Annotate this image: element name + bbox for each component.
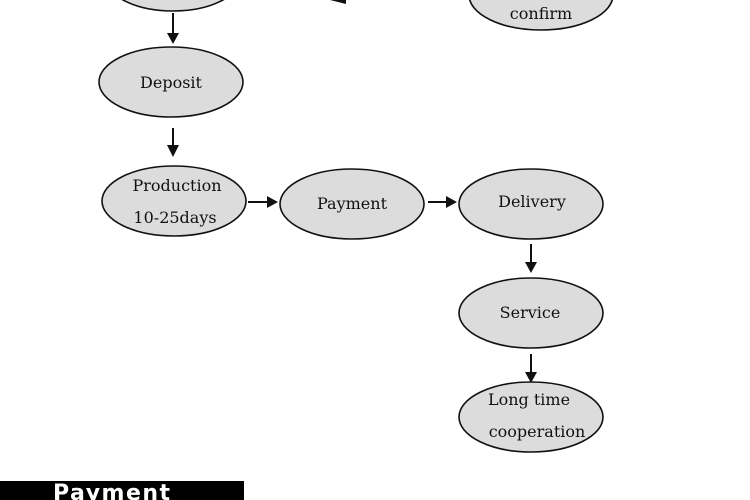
partial-arrow-top-middle (330, 0, 346, 4)
node-service-ellipse (458, 277, 604, 349)
node-top-left-ellipse (121, 0, 225, 12)
node-confirm-label: confirm (510, 4, 572, 23)
node-delivery-ellipse (458, 168, 604, 240)
node-production-label-line1: Production (132, 176, 221, 195)
node-deposit-label: Deposit (140, 73, 203, 92)
arrow-to-long-time-cooperation (525, 354, 537, 383)
node-production: Production 10-25days (101, 165, 247, 237)
node-payment-ellipse (279, 168, 425, 240)
node-payment-label: Payment (317, 194, 388, 213)
node-confirm: confirm (468, 0, 614, 31)
node-delivery: Delivery (458, 168, 604, 240)
arrow-to-production (167, 128, 179, 157)
payment-section-banner-label: Payment (53, 481, 172, 500)
payment-section-banner: Payment (0, 481, 244, 500)
node-payment: Payment (279, 168, 425, 240)
node-production-ellipse (101, 165, 247, 237)
arrow-to-delivery (428, 196, 457, 208)
node-service: Service (458, 277, 604, 349)
node-production-label-line2: 10-25days (133, 208, 216, 227)
node-deposit: Deposit (98, 46, 244, 118)
node-long-time-cooperation: Long time cooperation (458, 381, 604, 453)
node-service-label: Service (500, 303, 561, 322)
node-long-time-cooperation-ellipse (458, 381, 604, 453)
node-confirm-ellipse (468, 0, 614, 31)
node-deposit-ellipse (98, 46, 244, 118)
arrow-to-payment (248, 196, 278, 208)
node-delivery-label: Delivery (498, 192, 566, 211)
node-long-time-label-line1: Long time (488, 390, 570, 409)
node-top-left-partial (121, 0, 225, 12)
node-long-time-label-line2: cooperation (489, 422, 586, 441)
arrow-to-service (525, 244, 537, 273)
arrow-to-deposit (167, 13, 179, 44)
